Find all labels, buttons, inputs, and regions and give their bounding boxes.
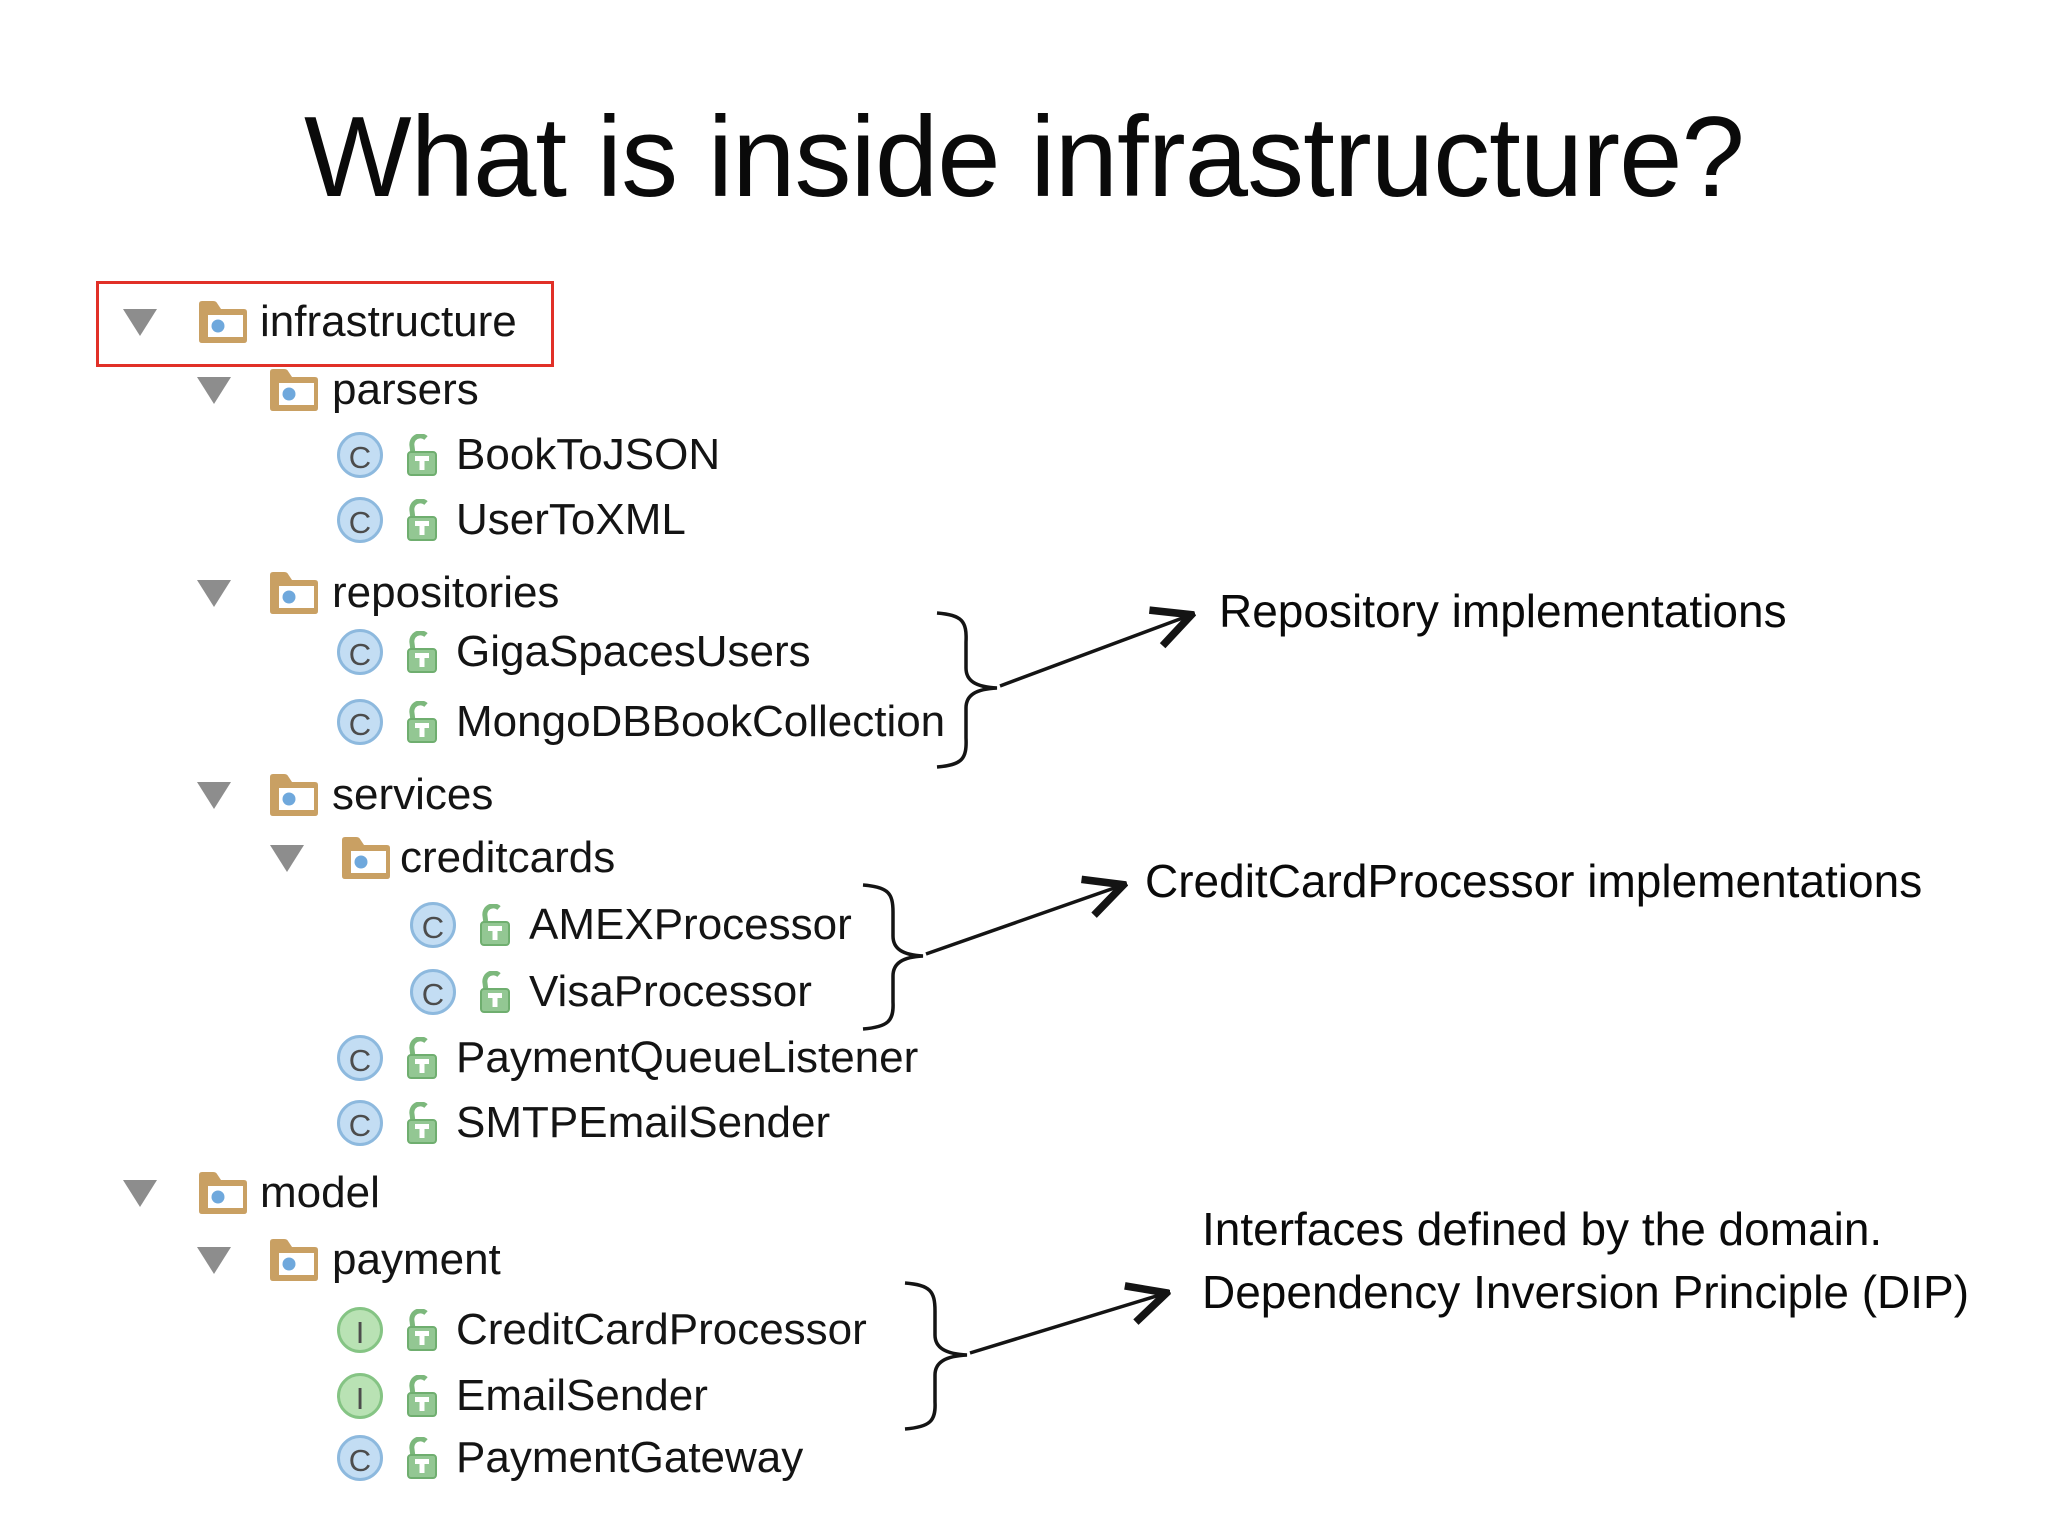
class-icon: C: [337, 432, 383, 478]
public-lock-icon: [479, 904, 511, 946]
public-lock-icon: [406, 1102, 438, 1144]
expand-triangle-icon[interactable]: [197, 377, 231, 404]
public-lock-icon: [406, 1437, 438, 1479]
public-lock-icon: [406, 499, 438, 541]
package-folder-icon: [270, 572, 318, 614]
tree-row-label: model: [260, 1168, 380, 1217]
class-icon: C: [337, 699, 383, 745]
tree-row-label: repositories: [332, 568, 560, 617]
class-icon: C: [337, 1035, 383, 1081]
tree-row-label: SMTPEmailSender: [456, 1098, 831, 1147]
expand-triangle-icon[interactable]: [123, 309, 157, 336]
tree-row-label: CreditCardProcessor: [456, 1305, 867, 1354]
package-folder-icon: [270, 369, 318, 411]
package-folder-icon: [199, 1172, 247, 1214]
annotation-processors: CreditCardProcessor implementations: [1145, 855, 1923, 907]
expand-triangle-icon[interactable]: [270, 845, 304, 872]
public-lock-icon: [479, 971, 511, 1013]
tree-row-label: UserToXML: [456, 495, 686, 544]
public-lock-icon: [406, 1309, 438, 1351]
tree-row-smtpemailsender[interactable]: C SMTPEmailSender: [0, 1099, 2048, 1147]
tree-row-visaprocessor[interactable]: C VisaProcessor: [0, 968, 2048, 1016]
package-folder-icon: [199, 301, 247, 343]
expand-triangle-icon[interactable]: [197, 580, 231, 607]
public-lock-icon: [406, 701, 438, 743]
tree-row-services[interactable]: services: [0, 771, 2048, 819]
expand-triangle-icon[interactable]: [197, 1247, 231, 1274]
annotation-interfaces: Interfaces defined by the domain. Depend…: [1202, 1198, 1969, 1324]
tree-row-infrastructure[interactable]: infrastructure: [0, 298, 2048, 346]
package-folder-icon: [270, 774, 318, 816]
public-lock-icon: [406, 434, 438, 476]
annotation-repository: Repository implementations: [1219, 585, 1787, 637]
tree-row-amexprocessor[interactable]: C AMEXProcessor: [0, 901, 2048, 949]
tree-row-paymentgateway[interactable]: C PaymentGateway: [0, 1434, 2048, 1482]
class-icon: C: [410, 902, 456, 948]
class-icon: C: [337, 1100, 383, 1146]
public-lock-icon: [406, 631, 438, 673]
class-icon: C: [337, 1435, 383, 1481]
tree-row-creditcardprocessor[interactable]: I CreditCardProcessor: [0, 1306, 2048, 1354]
tree-row-label: EmailSender: [456, 1371, 708, 1420]
tree-row-label: AMEXProcessor: [529, 900, 852, 949]
tree-row-label: GigaSpacesUsers: [456, 627, 811, 676]
tree-row-payment[interactable]: payment: [0, 1236, 2048, 1284]
tree-row-usertoxml[interactable]: C UserToXML: [0, 496, 2048, 544]
interface-icon: I: [337, 1373, 383, 1419]
tree-row-booktojson[interactable]: C BookToJSON: [0, 431, 2048, 479]
tree-row-label: MongoDBBookCollection: [456, 697, 946, 746]
annotation-interfaces-line1: Interfaces defined by the domain.: [1202, 1203, 1883, 1255]
annotation-interfaces-line2: Dependency Inversion Principle (DIP): [1202, 1266, 1970, 1318]
tree-row-label: PaymentGateway: [456, 1433, 804, 1482]
tree-row-label: creditcards: [400, 833, 616, 882]
tree-row-label: infrastructure: [260, 297, 517, 346]
tree-row-gigaspacesusers[interactable]: C GigaSpacesUsers: [0, 628, 2048, 676]
class-icon: C: [410, 969, 456, 1015]
tree-row-mongodbbookcollection[interactable]: C MongoDBBookCollection: [0, 698, 2048, 746]
highlight-box: [96, 281, 554, 367]
tree-row-label: payment: [332, 1235, 501, 1284]
tree-row-model[interactable]: model: [0, 1169, 2048, 1217]
slide-title: What is inside infrastructure?: [304, 94, 1745, 221]
tree-row-label: parsers: [332, 365, 479, 414]
tree-row-parsers[interactable]: parsers: [0, 366, 2048, 414]
tree-row-label: VisaProcessor: [529, 967, 812, 1016]
tree-row-creditcards[interactable]: creditcards: [0, 834, 2048, 882]
tree-row-label: services: [332, 770, 494, 819]
tree-row-label: BookToJSON: [456, 430, 721, 479]
tree-row-paymentqueuelistener[interactable]: C PaymentQueueListener: [0, 1034, 2048, 1082]
tree-row-repositories[interactable]: repositories: [0, 569, 2048, 617]
interface-icon: I: [337, 1307, 383, 1353]
public-lock-icon: [406, 1375, 438, 1417]
class-icon: C: [337, 497, 383, 543]
class-icon: C: [337, 629, 383, 675]
public-lock-icon: [406, 1037, 438, 1079]
package-folder-icon: [342, 837, 390, 879]
tree-row-label: PaymentQueueListener: [456, 1033, 919, 1082]
package-folder-icon: [270, 1239, 318, 1281]
tree-row-emailsender[interactable]: I EmailSender: [0, 1372, 2048, 1420]
expand-triangle-icon[interactable]: [197, 782, 231, 809]
expand-triangle-icon[interactable]: [123, 1180, 157, 1207]
